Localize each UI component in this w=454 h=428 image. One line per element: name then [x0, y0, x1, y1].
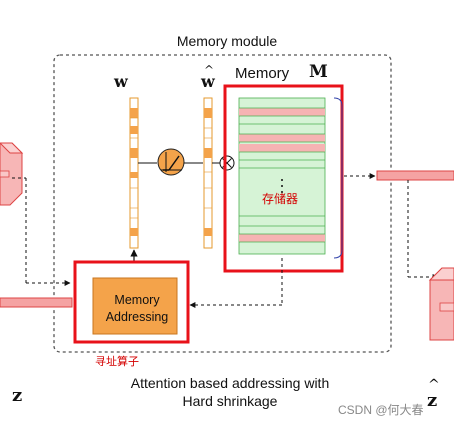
output-hat: ^ [428, 377, 440, 393]
multiply-operator-icon [219, 155, 235, 171]
memory-matrix [238, 97, 326, 255]
encoder-cube [0, 142, 24, 206]
watermark: CSDN @何大春 [338, 403, 424, 417]
input-z-bar [0, 297, 73, 308]
operator-label: 寻址算子 [95, 356, 139, 368]
shrunk-weight-label: w [201, 72, 215, 91]
attention-weight-vector [129, 97, 139, 249]
memory-module-title: Memory module [176, 33, 278, 49]
memory-addressing-label: Memory Addressing [105, 293, 169, 324]
memory-symbol: M [309, 62, 328, 82]
shrunk-weight-hat: ^ [204, 63, 215, 77]
decoder-cube [428, 267, 454, 341]
memory-label: Memory [235, 65, 290, 82]
shrunk-weight-vector [203, 97, 213, 249]
output-label: z [427, 390, 438, 411]
addressing-highlight-box [73, 260, 190, 344]
shrinkage-function-icon [157, 148, 185, 176]
memory-module-boundary [53, 54, 392, 353]
memory-chinese-label: 存储器 [262, 192, 299, 206]
caption: Attention based addressing with Hard shr… [130, 375, 330, 409]
output-z-hat-bar [376, 170, 454, 181]
bracket-icon [333, 97, 343, 259]
input-label: z [12, 385, 23, 406]
memory-addressing-block [92, 277, 178, 335]
attention-weight-label: w [114, 72, 128, 91]
